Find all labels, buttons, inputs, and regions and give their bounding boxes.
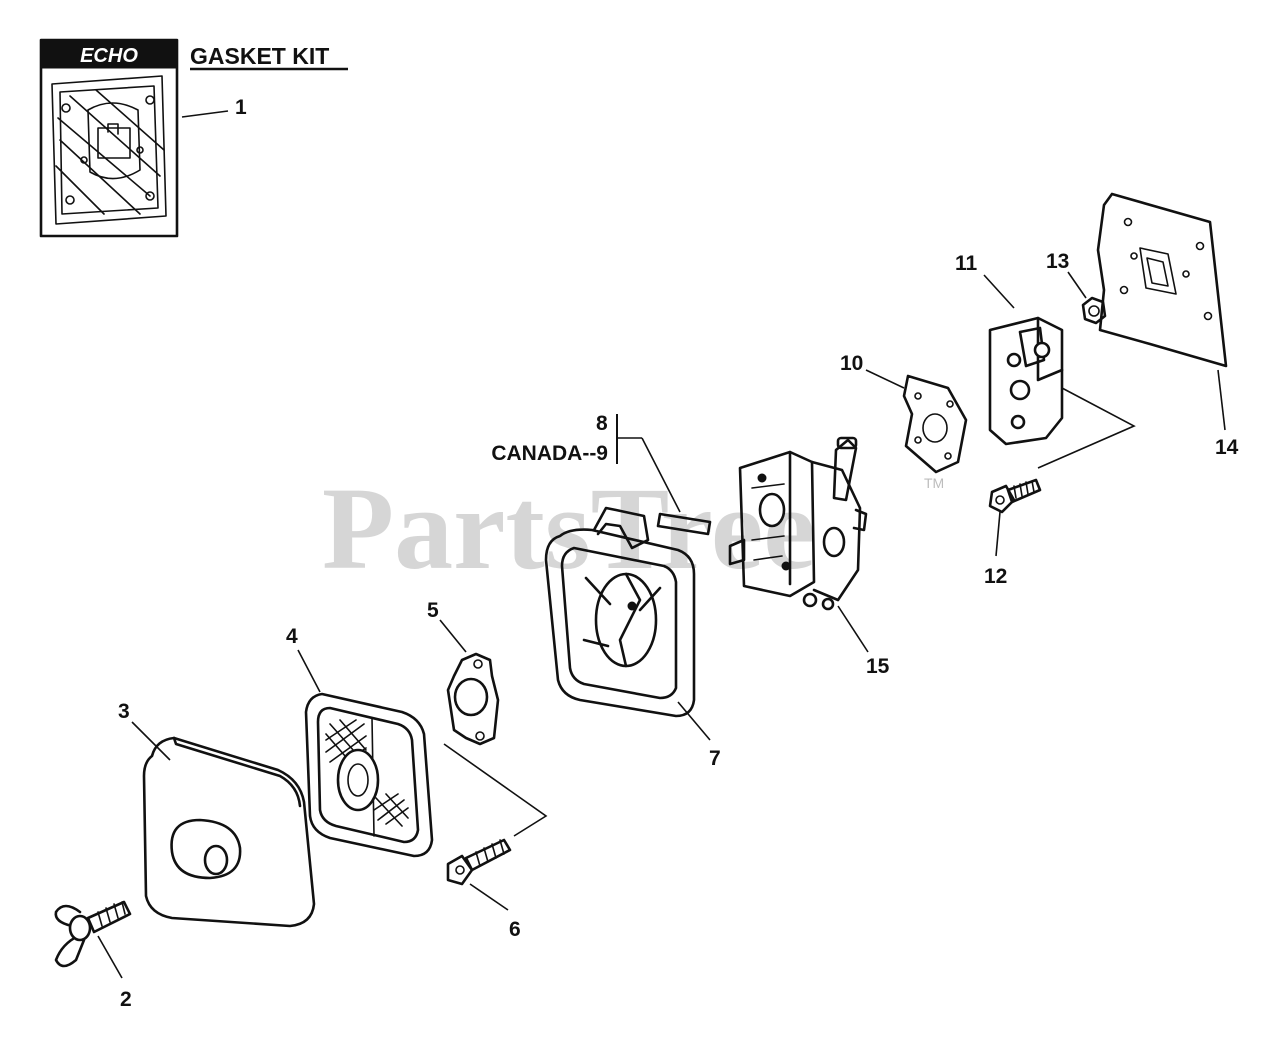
part-11-insulator[interactable]: 11: [955, 252, 1064, 446]
callout-7: 7: [709, 747, 721, 770]
callout-1: 1: [235, 96, 247, 119]
part-10-gasket[interactable]: 10: [840, 352, 968, 474]
gasket-kit-illustration: [51, 75, 167, 225]
callout-15: 15: [866, 655, 890, 678]
callout-12: 12: [984, 565, 1007, 588]
part-5-plate[interactable]: 5: [427, 599, 500, 746]
gasket-kit-panel[interactable]: ECHO GASKET KIT 1: [39, 38, 348, 238]
watermark-text: PartsTree: [322, 463, 816, 594]
callout-11: 11: [955, 252, 978, 275]
parts-8-9-label[interactable]: 8 CANADA--9: [491, 412, 712, 536]
part-4-air-filter[interactable]: 4: [286, 625, 434, 858]
gasket-kit-title: GASKET KIT: [190, 43, 329, 69]
filter-mesh: [325, 719, 409, 827]
part-14-gasket[interactable]: 14: [1096, 192, 1239, 459]
callout-13: 13: [1046, 250, 1069, 273]
callout-4: 4: [286, 625, 298, 648]
callout-2: 2: [120, 988, 132, 1011]
part-6-bolt[interactable]: 6: [443, 743, 548, 941]
part-3-cover[interactable]: 3: [118, 700, 316, 928]
part-13-nut[interactable]: 13: [1046, 250, 1107, 325]
callout-5: 5: [427, 599, 439, 622]
callout-9: CANADA--9: [491, 442, 608, 465]
callout-8: 8: [596, 412, 608, 435]
callout-3: 3: [118, 700, 130, 723]
callout-14: 14: [1215, 436, 1239, 459]
watermark: PartsTree TM: [322, 463, 944, 594]
callout-10: 10: [840, 352, 863, 375]
part-2-wing-screw[interactable]: 2: [54, 900, 132, 1011]
part-7-air-cleaner-case[interactable]: 7: [544, 506, 721, 770]
echo-logo: ECHO: [80, 45, 138, 67]
watermark-tm: TM: [924, 475, 944, 491]
part-15-carburetor[interactable]: 15: [728, 436, 890, 678]
callout-6: 6: [509, 918, 521, 941]
part-12-bolt[interactable]: 12: [984, 387, 1136, 588]
